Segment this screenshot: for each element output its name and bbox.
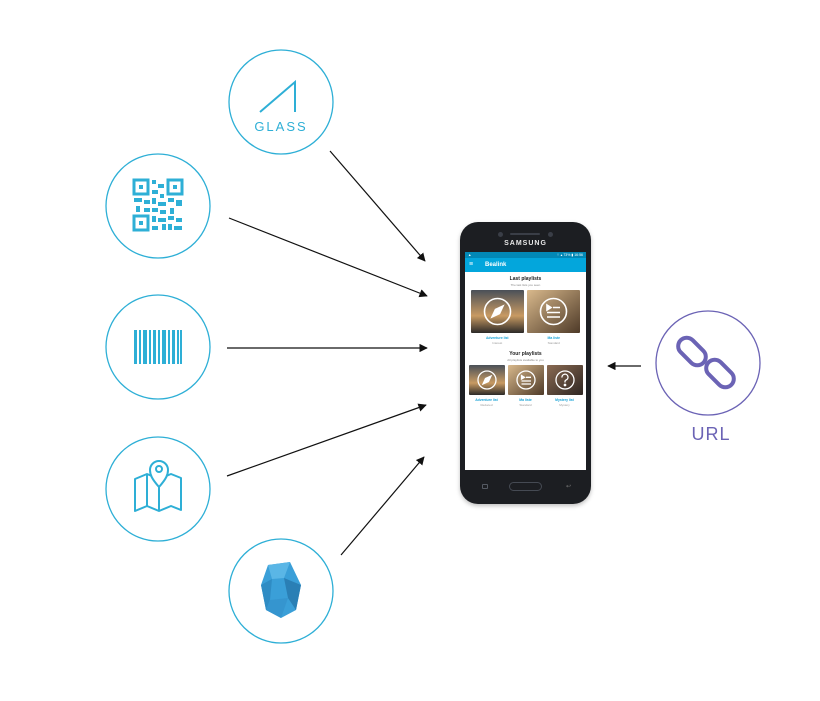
back-button[interactable]: ↩ <box>565 484 571 490</box>
playlist-thumbnail <box>546 365 583 395</box>
url-label: URL <box>691 424 731 444</box>
playlist-title: Ma liste <box>519 398 532 402</box>
app-title: Bealink <box>485 262 507 268</box>
playlist-card[interactable]: Ma liste Standard <box>527 290 581 345</box>
arrow-beacon <box>340 456 425 556</box>
link-icon <box>676 335 736 390</box>
app-bar: ≡ Bealink <box>465 258 586 272</box>
playlist-card[interactable]: Mystery list Mystery <box>546 365 583 407</box>
compass-icon <box>483 297 512 326</box>
hamburger-menu-icon[interactable]: ≡ <box>469 261 474 268</box>
status-bar: ▲ ⌔ ▴ 73% ▮ 16:56 <box>465 252 586 258</box>
smartphone: SAMSUNG ▲ ⌔ ▴ 73% ▮ 16:56 ≡ Bealink Last… <box>460 222 591 504</box>
last-playlists-row: Adventure list Interest <box>465 287 586 345</box>
barcode-source <box>105 294 211 400</box>
home-button[interactable] <box>509 482 542 491</box>
playlist-subtitle: Interest <box>492 341 503 345</box>
qr-code-icon <box>132 178 184 232</box>
phone-brand: SAMSUNG <box>504 240 547 247</box>
status-text: ⌔ ▴ 73% ▮ 16:56 <box>556 253 583 257</box>
playlist-subtitle: Standard <box>519 403 532 407</box>
playlist-card[interactable]: Adventure list Reduced <box>468 365 505 407</box>
playlist-title: Ma liste <box>547 336 560 340</box>
playlist-thumbnail <box>468 365 505 395</box>
glass-label: GLASS <box>254 119 307 134</box>
arrows <box>226 150 641 556</box>
beacon-icon <box>261 562 301 618</box>
question-icon <box>554 370 575 390</box>
beacon-source <box>228 538 334 644</box>
arrow-glass <box>329 150 426 262</box>
speaker-grille <box>510 233 540 235</box>
arrow-qr <box>228 217 428 298</box>
list-icon <box>539 297 568 326</box>
last-playlists-title: Last playlists <box>509 276 542 282</box>
playlist-subtitle: Mystery <box>559 403 570 407</box>
playlist-title: Adventure list <box>475 398 498 402</box>
sensor <box>548 232 553 237</box>
your-playlists-title: Your playlists <box>509 351 542 357</box>
playlist-subtitle: Reduced <box>480 403 493 407</box>
playlist-thumbnail <box>527 290 581 333</box>
front-camera <box>498 232 503 237</box>
playlist-subtitle: Standard <box>547 341 560 345</box>
playlist-title: Adventure list <box>485 336 509 340</box>
recent-apps-button[interactable] <box>482 484 488 489</box>
barcode-icon <box>134 330 182 364</box>
signal-icon: ▲ <box>468 253 472 257</box>
your-playlists-subtitle: All playlists available to you <box>507 358 544 362</box>
glass-source: GLASS <box>228 49 334 155</box>
map-source <box>105 436 211 542</box>
compass-icon <box>476 370 497 390</box>
qr-source <box>105 153 211 259</box>
arrow-map <box>226 403 427 477</box>
playlist-thumbnail <box>470 290 524 333</box>
phone-screen: ▲ ⌔ ▴ 73% ▮ 16:56 ≡ Bealink Last playlis… <box>465 252 586 470</box>
your-playlists-row: Adventure list Reduced <box>465 362 586 407</box>
google-glass-icon <box>259 79 296 113</box>
last-playlists-subtitle: The last lists you seen <box>510 283 541 287</box>
map-pin-icon <box>134 460 182 512</box>
playlist-title: Mystery list <box>555 398 574 402</box>
playlist-thumbnail <box>507 365 544 395</box>
list-icon <box>515 370 536 390</box>
hardware-nav-bar: ↩ <box>460 476 591 504</box>
url-source <box>655 310 761 416</box>
playlist-card[interactable]: Ma liste Standard <box>507 365 544 407</box>
playlist-card[interactable]: Adventure list Interest <box>470 290 524 345</box>
